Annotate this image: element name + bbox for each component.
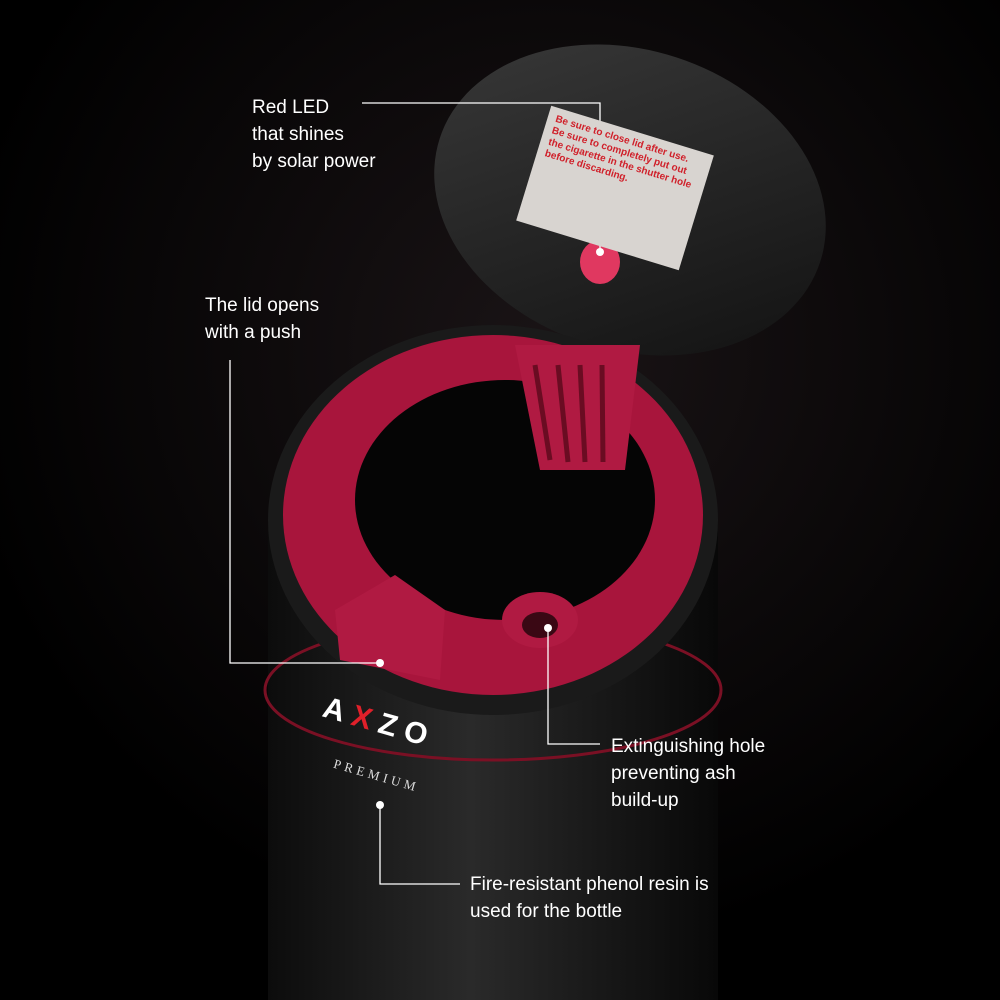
push-flap [335,575,445,680]
hole-center [522,612,558,638]
grill-slots [532,364,606,463]
red-led [580,240,620,284]
callout-dots [376,248,604,809]
